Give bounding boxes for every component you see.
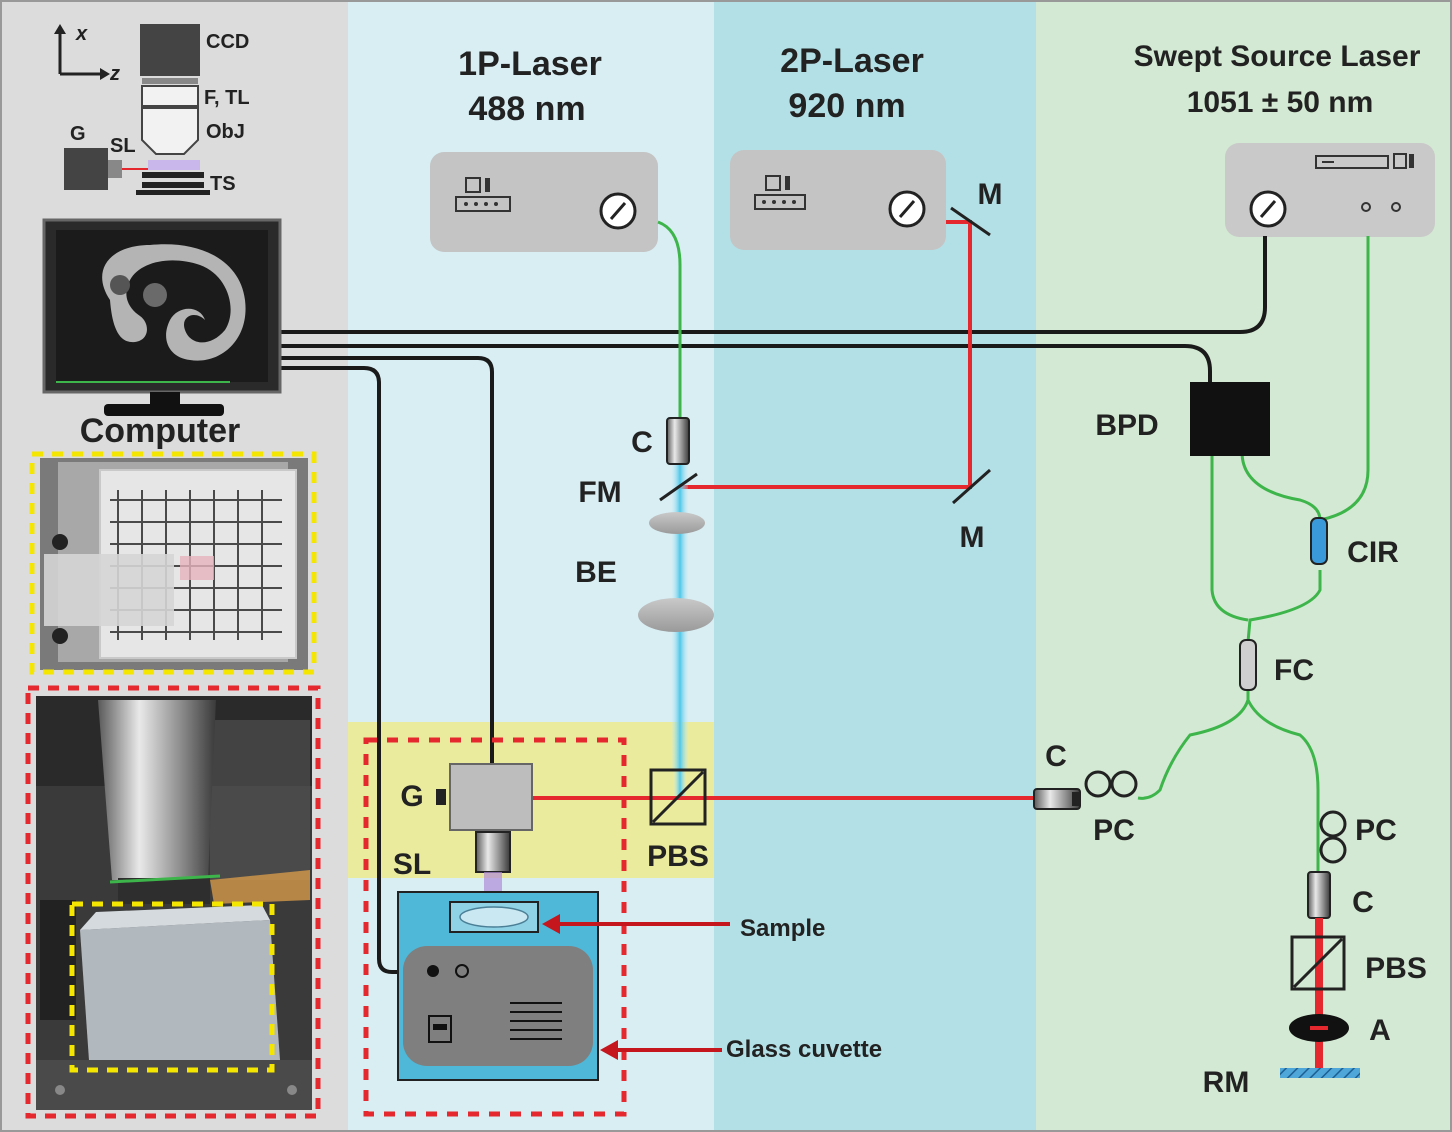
laser-swept-unit xyxy=(1225,143,1435,237)
label-g: G xyxy=(400,780,423,813)
label-rm: RM xyxy=(1203,1066,1250,1099)
label-cir: CIR xyxy=(1347,536,1399,569)
axis-z-label: z xyxy=(109,63,120,85)
ccd-camera xyxy=(140,24,200,76)
galvo-unit xyxy=(436,763,533,831)
label-c-top: C xyxy=(631,426,653,459)
pbs-center xyxy=(649,768,707,826)
label-pbs-ref: PBS xyxy=(1365,952,1427,985)
label-ts: TS xyxy=(210,173,236,195)
label-g-inset: G xyxy=(70,123,86,145)
label-bpd: BPD xyxy=(1095,409,1158,442)
dashed-box-yellow-inner xyxy=(69,901,275,1073)
beam-2p xyxy=(680,220,972,489)
pbs-ref xyxy=(1290,935,1346,991)
cuvette-assembly xyxy=(397,891,599,1081)
label-c-right: C xyxy=(1045,740,1067,773)
label-glass-cuvette: Glass cuvette xyxy=(726,1036,882,1063)
label-sl-inset: SL xyxy=(110,135,136,157)
galvo-inset xyxy=(64,148,108,190)
laser-2p-unit xyxy=(730,150,946,250)
computer-cables xyxy=(278,236,1267,974)
pc-right-icon xyxy=(1319,810,1347,864)
axis-x-label: x xyxy=(75,23,88,45)
label-pc-left: PC xyxy=(1093,814,1135,847)
dashed-box-red-scan xyxy=(363,737,627,1117)
computer-monitor xyxy=(42,218,282,416)
label-f-tl: F, TL xyxy=(204,87,250,109)
lens-be-small xyxy=(649,512,705,534)
pc-left-icon xyxy=(1084,770,1138,798)
label-be: BE xyxy=(575,556,617,589)
label-c-ref: C xyxy=(1352,886,1374,919)
circulator xyxy=(1310,517,1328,565)
laser-1p-unit xyxy=(430,152,658,252)
title-swept-line1: Swept Source Laser xyxy=(1134,40,1421,73)
label-computer: Computer xyxy=(80,412,241,450)
title-2p-line1: 2P-Laser xyxy=(780,42,924,80)
title-swept-line2: 1051 ± 50 nm xyxy=(1187,86,1374,119)
mirror-bottom xyxy=(952,468,991,505)
title-1p-line1: 1P-Laser xyxy=(458,45,602,83)
collimator-top xyxy=(666,417,690,465)
arrow-sample xyxy=(542,914,730,934)
bpd-detector xyxy=(1190,382,1270,456)
label-ccd: CCD xyxy=(206,31,249,53)
label-pbs-center: PBS xyxy=(647,840,709,873)
label-obj: ObJ xyxy=(206,121,245,143)
reference-mirror xyxy=(1280,1068,1360,1078)
label-m-top: M xyxy=(978,178,1003,211)
stage-body xyxy=(403,946,593,1066)
label-sample: Sample xyxy=(740,915,825,942)
label-fm: FM xyxy=(578,476,621,509)
label-a: A xyxy=(1369,1014,1391,1047)
label-pc-right: PC xyxy=(1355,814,1397,847)
dashed-box-red-photo xyxy=(25,685,321,1119)
fiber-network xyxy=(1137,236,1370,872)
label-m-bottom: M xyxy=(960,521,985,554)
arrow-cuvette xyxy=(600,1040,722,1060)
label-sl: SL xyxy=(393,848,431,881)
label-fc: FC xyxy=(1274,654,1314,687)
fiber-1p xyxy=(657,220,682,418)
title-2p-line2: 920 nm xyxy=(788,87,905,125)
lens-be-large xyxy=(638,598,714,632)
dashed-box-yellow-top xyxy=(29,451,317,675)
collimator-ref xyxy=(1307,871,1331,919)
scan-lens xyxy=(475,831,511,873)
fiber-coupler xyxy=(1239,639,1257,691)
photo-cuvette-top xyxy=(40,458,308,670)
microscope-inset: x z CCD F, TL ObJ G SL TS xyxy=(54,23,250,195)
mirror-top xyxy=(950,206,991,237)
title-1p-line2: 488 nm xyxy=(468,90,585,128)
flip-mirror xyxy=(659,472,698,502)
